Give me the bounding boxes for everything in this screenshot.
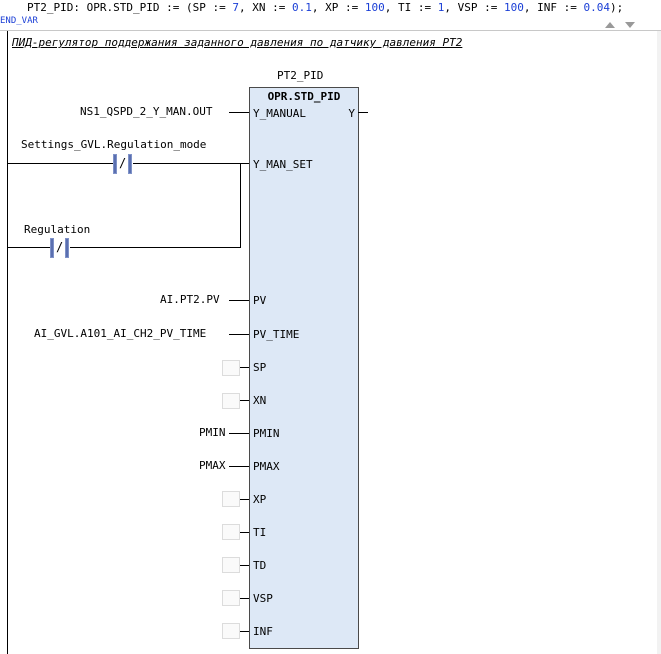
arrow-up-icon[interactable] bbox=[605, 22, 615, 28]
pin-xp: XP bbox=[253, 493, 267, 506]
wire-ti bbox=[240, 532, 249, 533]
input-box-inf[interactable] bbox=[222, 623, 240, 639]
pin-td: TD bbox=[253, 559, 267, 572]
input-source-pv[interactable]: AI.PT2.PV bbox=[160, 293, 220, 306]
declaration-line[interactable]: PT2_PID: OPR.STD_PID := (SP := 7, XN := … bbox=[27, 1, 623, 15]
wire-td bbox=[240, 565, 249, 566]
nc-contact-regulation-mode[interactable]: / bbox=[113, 154, 133, 174]
param-value: 0.04 bbox=[583, 1, 610, 14]
param-op: := bbox=[338, 1, 365, 14]
pin-xn: XN bbox=[253, 394, 267, 407]
wire-vsp bbox=[240, 598, 249, 599]
param-sep: , bbox=[311, 1, 326, 14]
input-box-sp[interactable] bbox=[222, 360, 240, 376]
decl-assign: := ( bbox=[159, 1, 193, 14]
wire-xp bbox=[240, 499, 249, 500]
param-op: := bbox=[265, 1, 292, 14]
wire-sp bbox=[240, 367, 249, 368]
param-op: := bbox=[477, 1, 504, 14]
param-name: VSP bbox=[457, 1, 478, 14]
input-source-pmax[interactable]: PMAX bbox=[199, 459, 226, 472]
param-name: TI bbox=[397, 1, 412, 14]
contact-right-bar bbox=[65, 238, 69, 258]
pin-pv: PV bbox=[253, 294, 267, 307]
input-box-ti[interactable] bbox=[222, 524, 240, 540]
param-sep: ); bbox=[609, 1, 624, 14]
param-value: 7 bbox=[232, 1, 239, 14]
param-value: 100 bbox=[503, 1, 524, 14]
wire-rail-to-contact-2 bbox=[8, 247, 50, 248]
pin-ti: TI bbox=[253, 526, 267, 539]
contact-left-bar bbox=[50, 238, 54, 258]
wire-xn bbox=[240, 400, 249, 401]
arrow-down-icon[interactable] bbox=[625, 22, 635, 28]
input-box-td[interactable] bbox=[222, 557, 240, 573]
param-op: := bbox=[411, 1, 438, 14]
wire-pv-time bbox=[229, 334, 249, 335]
input-box-xp[interactable] bbox=[222, 491, 240, 507]
contact-negation-symbol: / bbox=[56, 240, 64, 254]
splitter-arrows[interactable] bbox=[599, 20, 643, 30]
wire-contact-1-to-y-man-set bbox=[133, 163, 249, 164]
pin-pmax: PMAX bbox=[253, 460, 280, 473]
param-op: := bbox=[205, 1, 233, 14]
output-y-wire bbox=[358, 112, 368, 113]
input-box-vsp[interactable] bbox=[222, 590, 240, 606]
wire-pmin bbox=[229, 433, 249, 434]
wire-inf bbox=[240, 631, 249, 632]
input-source-pmin[interactable]: PMIN bbox=[199, 426, 226, 439]
instance-type: OPR.STD_PID bbox=[86, 1, 160, 14]
pin-y-man-set: Y_MAN_SET bbox=[253, 158, 313, 171]
decl-colon: : bbox=[73, 1, 87, 14]
vertical-scrollbar[interactable] bbox=[657, 31, 661, 654]
input-source-y-manual[interactable]: NS1_QSPD_2_Y_MAN.OUT bbox=[80, 105, 213, 118]
nc-contact-regulation[interactable]: / bbox=[50, 238, 70, 258]
wire-or-branch bbox=[240, 163, 241, 248]
ladder-network[interactable] bbox=[7, 31, 661, 654]
input-box-xn[interactable] bbox=[222, 393, 240, 409]
param-op: := bbox=[556, 1, 584, 14]
function-block[interactable]: OPR.STD_PID Y_MANUAL Y Y_MAN_SET PV PV_T… bbox=[249, 87, 359, 649]
pin-inf: INF bbox=[253, 625, 273, 638]
param-name: INF bbox=[537, 1, 557, 14]
end-var-keyword: END_VAR bbox=[0, 16, 38, 26]
pin-pmin: PMIN bbox=[253, 427, 280, 440]
param-value: 1 bbox=[437, 1, 445, 14]
block-type-name: OPR.STD_PID bbox=[267, 90, 341, 103]
pin-output-y: Y bbox=[348, 107, 355, 120]
param-sep: , bbox=[238, 1, 253, 14]
wire-rail-to-contact-1 bbox=[8, 163, 113, 164]
editor-splitter[interactable] bbox=[0, 30, 661, 31]
block-instance-name[interactable]: PT2_PID bbox=[277, 69, 324, 82]
contact-left-bar bbox=[113, 154, 117, 174]
pin-y-manual: Y_MANUAL bbox=[253, 107, 306, 120]
param-sep: , bbox=[523, 1, 538, 14]
param-name: XP bbox=[325, 1, 339, 14]
param-sep: , bbox=[384, 1, 398, 14]
contact-right-bar bbox=[128, 154, 132, 174]
wire-pmax bbox=[229, 466, 249, 467]
instance-name: PT2_PID bbox=[27, 1, 74, 14]
param-name: XN bbox=[252, 1, 266, 14]
network-comment[interactable]: ПИД-регулятор поддержания заданного давл… bbox=[12, 36, 463, 49]
wire-contact-2-to-branch bbox=[70, 247, 240, 248]
param-value: 100 bbox=[364, 1, 385, 14]
param-value: 0.1 bbox=[291, 1, 312, 14]
contact-variable-regulation-mode[interactable]: Settings_GVL.Regulation_mode bbox=[21, 138, 207, 151]
pin-sp: SP bbox=[253, 361, 267, 374]
contact-negation-symbol: / bbox=[119, 156, 127, 170]
wire-y-manual bbox=[229, 112, 249, 113]
param-sep: , bbox=[444, 1, 458, 14]
input-source-pv-time[interactable]: AI_GVL.A101_AI_CH2_PV_TIME bbox=[34, 327, 207, 340]
pin-vsp: VSP bbox=[253, 592, 273, 605]
declaration-editor[interactable]: PT2_PID: OPR.STD_PID := (SP := 7, XN := … bbox=[0, 0, 661, 28]
contact-variable-regulation[interactable]: Regulation bbox=[24, 223, 91, 236]
param-name: SP bbox=[192, 1, 206, 14]
wire-pv bbox=[229, 300, 249, 301]
pin-pv-time: PV_TIME bbox=[253, 328, 300, 341]
